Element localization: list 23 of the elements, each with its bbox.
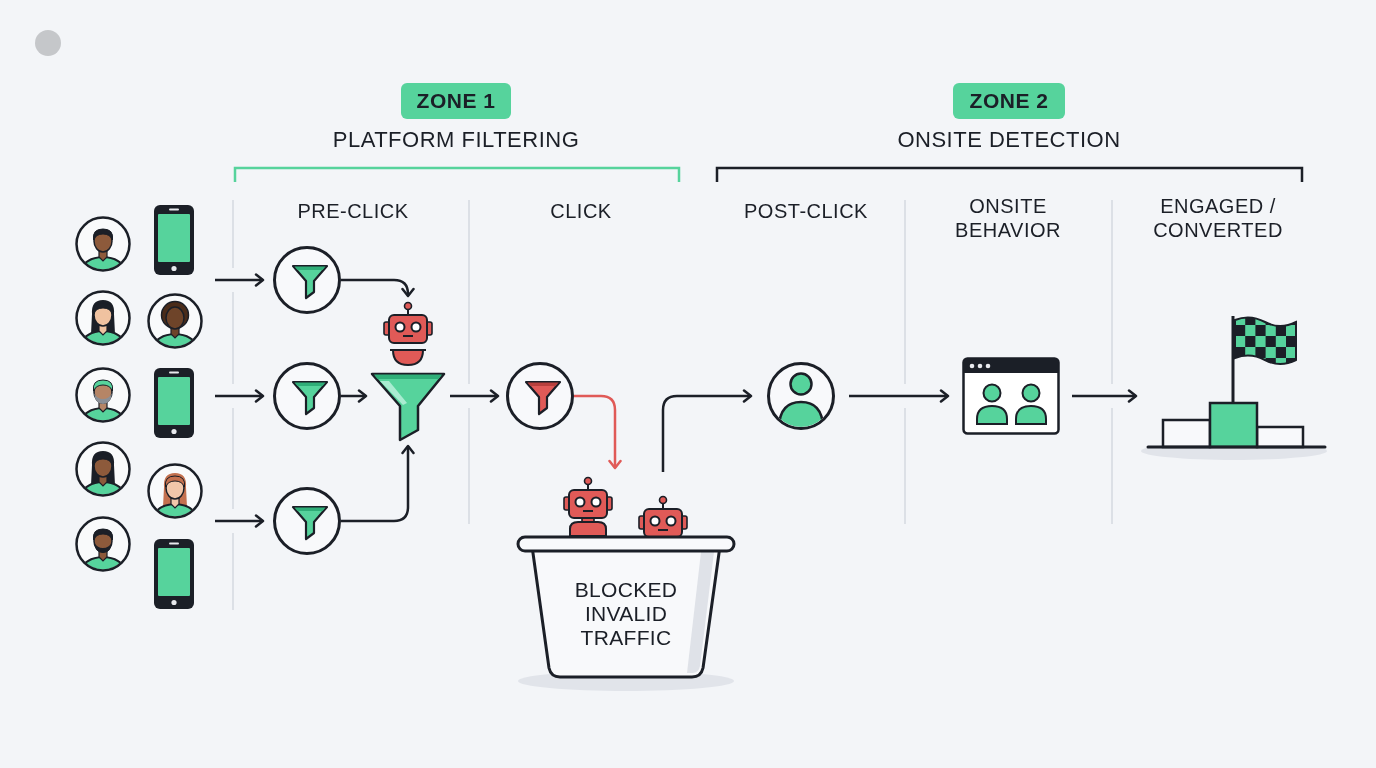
arrow	[215, 389, 265, 403]
arrow	[574, 394, 622, 470]
column-header: PRE-CLICK	[296, 199, 410, 223]
arrow	[215, 514, 265, 528]
zone-badge: ZONE 1	[401, 83, 511, 119]
arrow	[341, 278, 415, 298]
arrow	[341, 444, 415, 523]
column-header: ENGAGED / CONVERTED	[1152, 194, 1284, 242]
column-header: ONSITE BEHAVIOR	[954, 194, 1062, 242]
column-header: CLICK	[549, 199, 613, 223]
browser-users-icon	[962, 357, 1060, 435]
arrow	[341, 389, 368, 403]
column-header: POST-CLICK	[743, 199, 869, 223]
arrow	[1072, 389, 1138, 403]
arrow	[215, 273, 265, 287]
zone-title: PLATFORM FILTERING	[331, 126, 581, 154]
arrow	[849, 389, 950, 403]
robot-funnel-drawing	[370, 300, 446, 442]
arrow	[450, 389, 500, 403]
bin-label: BLOCKED INVALID TRAFFIC	[573, 578, 679, 650]
arrow	[661, 389, 753, 472]
zone-title: ONSITE DETECTION	[896, 126, 1122, 154]
zone-badge: ZONE 2	[953, 83, 1065, 119]
